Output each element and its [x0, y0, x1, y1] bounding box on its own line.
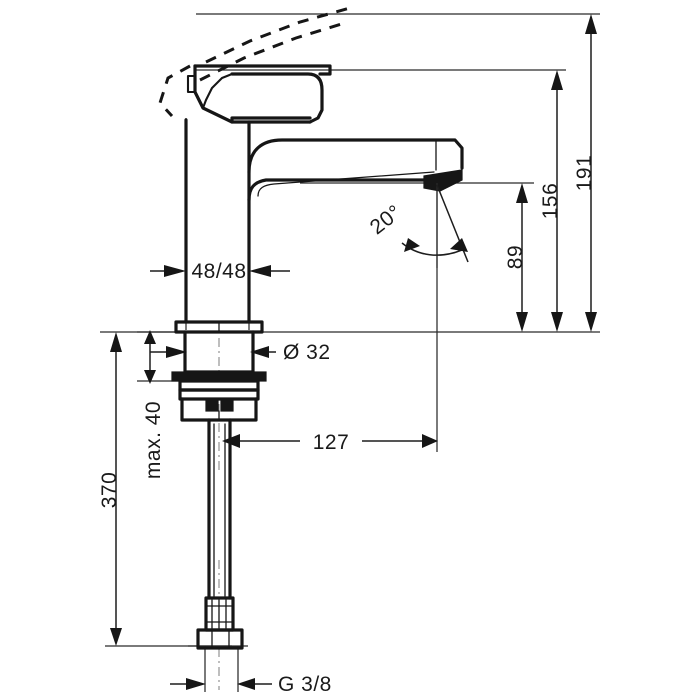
handle-top-edge [193, 64, 332, 76]
faucet-outline [158, 6, 464, 650]
arrowhead-156-bottom [551, 312, 563, 332]
dimension-outlet-angle: 20° [366, 183, 469, 268]
lock-nut-mid [178, 388, 260, 401]
dimension-projection: 127 [222, 431, 438, 454]
fixing-block-left [205, 398, 219, 412]
label-overall-height: 191 [573, 155, 596, 192]
fixing-block-right [220, 398, 234, 412]
dimension-spout-height: 156 [539, 70, 563, 332]
arrowhead-thread-left [186, 678, 206, 690]
arrowhead-max40-bottom [144, 370, 156, 384]
label-handle-width: 48/48 [191, 260, 246, 283]
arrowhead-d32-left [166, 346, 187, 358]
lever-ghost-back [158, 64, 191, 118]
label-thread-size: G 3/8 [278, 673, 332, 696]
arrowhead-4848-left [164, 265, 186, 277]
lever-ghost-upper [205, 6, 351, 64]
arrowhead-89-top [516, 183, 528, 203]
handle-grip-curve [230, 72, 324, 124]
label-projection: 127 [313, 431, 350, 454]
dimension-thread-size: G 3/8 [170, 673, 332, 696]
spout-upper-profile [247, 120, 464, 174]
arrowhead-thread-right [237, 678, 255, 690]
arrowhead-370-bottom [110, 628, 122, 646]
hose-braid-detail [205, 599, 234, 629]
handle-bottom-line [230, 116, 312, 124]
arrowhead-156-top [551, 70, 563, 90]
arrowhead-191-top [585, 14, 597, 34]
handle-inner-bevel [201, 72, 234, 110]
aerator-detail [427, 173, 453, 179]
arrowhead-370-top [110, 332, 122, 352]
arrowhead-127-right [422, 434, 438, 448]
dimension-hose-length: 370 [98, 332, 122, 646]
label-max-thickness: max. 40 [142, 401, 165, 479]
spout-inner-line [257, 171, 435, 197]
lever-ghost-lower [199, 20, 349, 82]
arrowhead-127-left [222, 434, 240, 448]
label-outlet-height: 89 [504, 245, 527, 269]
label-outlet-angle: 20° [366, 201, 406, 240]
handle-left-notch [186, 74, 197, 94]
label-base-diameter: Ø 32 [283, 341, 331, 364]
dimension-outlet-height: 89 [504, 183, 528, 332]
label-hose-length: 370 [98, 472, 121, 509]
dimension-overall-height: 191 [573, 14, 597, 332]
label-spout-height: 156 [539, 183, 562, 220]
arrowhead-191-bottom [585, 312, 597, 332]
connection-nut [196, 628, 244, 650]
arrowhead-89-bottom [516, 312, 528, 332]
arrowhead-4848-right [249, 265, 271, 277]
arrowhead-d32-right [250, 346, 269, 358]
arrowhead-angle-left [404, 238, 420, 252]
arrowhead-max40-top [144, 330, 156, 344]
aerator-outlet [423, 169, 463, 192]
dimension-handle-width: 48/48 [150, 260, 290, 283]
dimension-base-diameter: Ø 32 [150, 341, 331, 364]
dimension-max-thickness: max. 40 [142, 330, 165, 479]
arrowhead-angle-right [450, 238, 468, 252]
